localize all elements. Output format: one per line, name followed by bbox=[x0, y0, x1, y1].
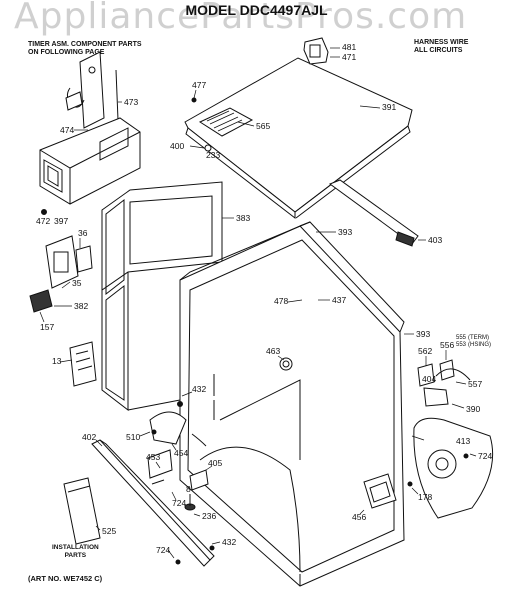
installation-parts-label: INSTALLATION PARTS bbox=[52, 544, 99, 560]
callout-463: 463 bbox=[266, 346, 280, 356]
callout-553-note: (HSING) bbox=[468, 342, 491, 348]
top-rear-strip-part bbox=[303, 37, 329, 65]
knob-label-part bbox=[69, 341, 97, 387]
art-number: (ART NO. WE7452 C) bbox=[28, 574, 103, 583]
installation-label-line1: INSTALLATION bbox=[52, 544, 99, 551]
callout-13: 13 bbox=[52, 356, 62, 366]
callout-383: 383 bbox=[236, 213, 250, 223]
callout-178: 178 bbox=[418, 492, 432, 502]
callout-473: 473 bbox=[124, 97, 138, 107]
callout-553: 553 bbox=[456, 342, 467, 348]
callout-565: 565 bbox=[256, 121, 270, 131]
timer-note-line1: TIMER ASM. COMPONENT PARTS bbox=[28, 41, 142, 48]
callout-557: 557 bbox=[468, 379, 482, 389]
watermark-text: AppliancePartsPros.com bbox=[14, 0, 468, 37]
cabinet-part bbox=[179, 221, 405, 587]
callout-432-lower: 432 bbox=[222, 537, 236, 547]
installation-label-line2: PARTS bbox=[64, 552, 87, 559]
installation-bag-part bbox=[63, 477, 101, 545]
callout-393-side: 393 bbox=[416, 329, 430, 339]
top-cover-part bbox=[184, 57, 413, 220]
callout-525: 525 bbox=[102, 526, 116, 536]
harness-note: HARNESS WIRE ALL CIRCUITS bbox=[414, 39, 468, 55]
callout-233: 233 bbox=[206, 150, 220, 160]
callout-397: 397 bbox=[54, 216, 68, 226]
callout-236: 236 bbox=[202, 511, 216, 521]
callout-36: 36 bbox=[78, 228, 88, 238]
callout-555-note: (TERM) bbox=[468, 335, 489, 341]
callout-391: 391 bbox=[382, 102, 396, 112]
control-box-part bbox=[39, 117, 141, 205]
callout-724-mid: 724 bbox=[172, 498, 186, 508]
leader-lines bbox=[39, 47, 477, 559]
duct-bracket-part bbox=[363, 473, 397, 509]
leveling-foot-part bbox=[184, 494, 196, 511]
callout-477: 477 bbox=[192, 80, 206, 90]
callout-382: 382 bbox=[74, 301, 88, 311]
callout-456: 456 bbox=[352, 512, 366, 522]
callout-393-top: 393 bbox=[338, 227, 352, 237]
callout-724-bottom: 724 bbox=[156, 545, 170, 555]
harness-note-line1: HARNESS WIRE bbox=[414, 39, 469, 46]
front-trim-strip-part bbox=[328, 179, 419, 247]
push-button-part bbox=[29, 289, 53, 313]
timer-bracket-part bbox=[65, 51, 119, 129]
screw-hardware bbox=[41, 97, 469, 565]
callout-413: 413 bbox=[456, 436, 470, 446]
callout-390: 390 bbox=[466, 404, 480, 414]
callout-35: 35 bbox=[72, 278, 82, 288]
callout-400: 400 bbox=[170, 141, 184, 151]
rating-plate-565 bbox=[198, 107, 254, 137]
callout-404: 404 bbox=[422, 374, 436, 384]
rear-panel-part bbox=[413, 417, 494, 519]
callout-510: 510 bbox=[126, 432, 140, 442]
callout-403: 403 bbox=[428, 235, 442, 245]
bracket-405-part bbox=[189, 469, 209, 491]
callout-478: 478 bbox=[274, 296, 288, 306]
callout-453: 453 bbox=[146, 452, 160, 462]
callout-405: 405 bbox=[208, 458, 222, 468]
callout-numbers: 481 471 477 391 565 473 474 400 233 472 … bbox=[36, 42, 492, 555]
callout-471: 471 bbox=[342, 52, 356, 62]
callout-437: 437 bbox=[332, 295, 346, 305]
callout-562: 562 bbox=[418, 346, 432, 356]
callout-454: 454 bbox=[174, 448, 188, 458]
timer-note-line2: ON FOLLOWING PAGE bbox=[28, 49, 105, 56]
callout-157: 157 bbox=[40, 322, 54, 332]
hinge-part bbox=[147, 449, 173, 485]
callout-556: 556 bbox=[440, 340, 454, 350]
callout-481: 481 bbox=[342, 42, 356, 52]
console-panel-part bbox=[101, 181, 223, 412]
callout-8: 8 bbox=[186, 484, 191, 494]
model-title: MODEL DDC4497AJL bbox=[185, 2, 328, 18]
control-switch-part bbox=[45, 235, 93, 289]
timer-note: TIMER ASM. COMPONENT PARTS ON FOLLOWING … bbox=[28, 41, 142, 57]
callout-472: 472 bbox=[36, 216, 50, 226]
callout-432-upper: 432 bbox=[192, 384, 206, 394]
harness-note-line2: ALL CIRCUITS bbox=[414, 47, 463, 54]
callout-402: 402 bbox=[82, 432, 96, 442]
terminal-block-part bbox=[417, 359, 471, 407]
door-switch-part bbox=[149, 411, 187, 445]
callout-724-right: 724 bbox=[478, 451, 492, 461]
callout-474: 474 bbox=[60, 125, 74, 135]
callout-555: 555 bbox=[456, 335, 467, 341]
